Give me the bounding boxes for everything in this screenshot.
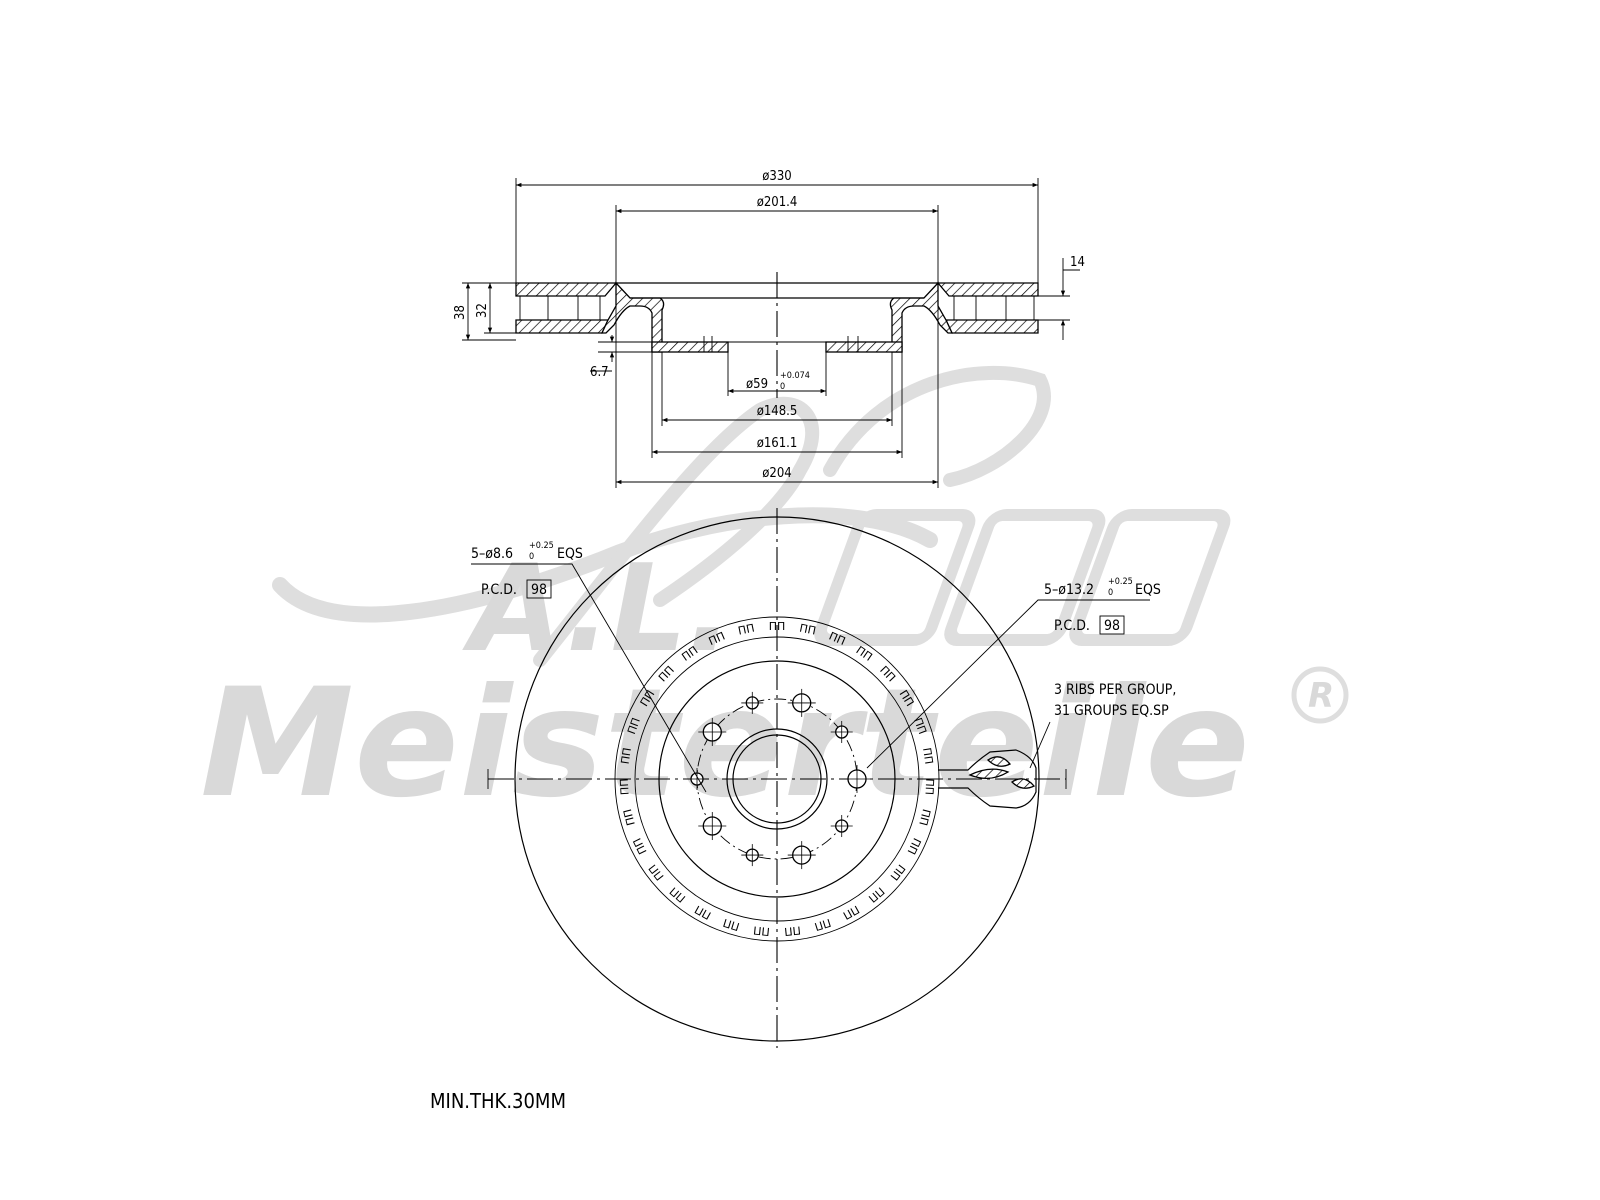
dim-hat-mid-diameter: ø161.1 — [757, 436, 798, 451]
right-outboard-plate — [936, 282, 1039, 297]
callout-left-pcd-label: P.C.D. — [481, 582, 517, 598]
right-vent-rib — [953, 295, 977, 321]
callout-right-suffix: EQS — [1135, 582, 1161, 598]
vent-detail-rib — [968, 768, 1010, 779]
hat-face-left — [651, 341, 729, 353]
ribs-note-line2: 31 GROUPS EQ.SP — [1054, 703, 1169, 719]
dim-hat-outer-diameter: ø201.4 — [757, 195, 798, 210]
left-vent-rib — [577, 295, 601, 321]
vent-rib-marker: ΠΠ — [722, 916, 742, 933]
vent-rib-marker: ΠΠ — [813, 916, 833, 933]
left-outboard-plate — [515, 282, 618, 297]
vent-rib-marker: ΠΠ — [769, 620, 786, 633]
center-bore-outer — [726, 728, 828, 830]
bolt-holes — [686, 688, 871, 870]
ribs-note-line1: 3 RIBS PER GROUP, — [1054, 682, 1176, 698]
dim-hat-inner-diameter: ø148.5 — [757, 404, 798, 419]
vent-rib-marker: ΠΠ — [625, 716, 643, 736]
vent-rib-marker: ΠΠ — [707, 630, 727, 648]
callout-left-tol-upper: +0.25 — [529, 541, 554, 551]
watermark-registered-mark: R — [1308, 676, 1334, 716]
vent-rib-marker: ΠΠ — [737, 622, 756, 638]
watermark-logo-block-1 — [814, 509, 976, 646]
callout-right-leader — [866, 599, 1150, 769]
callout-right: 5–ø13.2 +0.25 0 EQS P.C.D. 98 — [1044, 577, 1161, 635]
dim-hat-face-thickness: 6.7 — [590, 365, 609, 380]
vent-rib-marker: ΠΠ — [784, 923, 802, 938]
callout-left-pcd-value: 98 — [531, 582, 547, 598]
vent-detail-rib — [1010, 778, 1036, 789]
vent-rib-marker: ΠΠ — [798, 622, 817, 638]
dim-hat-base-diameter: ø204 — [762, 466, 791, 481]
left-inboard-plate — [515, 319, 610, 334]
vent-ring-inner — [634, 636, 920, 922]
hat-outline — [658, 660, 896, 898]
callout-right-pcd-box — [1099, 615, 1125, 635]
callout-left-pcd-box — [526, 579, 552, 599]
watermark-swoosh — [272, 507, 938, 623]
callout-left-leader — [471, 563, 707, 793]
dim-overall-height: 38 — [453, 305, 468, 320]
dim-disc-thickness: 32 — [475, 303, 490, 318]
ribs-note-leader — [1029, 721, 1051, 769]
watermark-swoosh-2 — [533, 396, 820, 667]
left-vent-rib — [519, 295, 549, 321]
watermark-swoosh-3 — [823, 365, 1051, 487]
watermark-initials: A.L. — [462, 540, 733, 679]
vent-detail-rib — [986, 756, 1012, 767]
vent-rib-marker: ΠΠ — [922, 778, 936, 795]
right-inboard-plate — [944, 319, 1039, 334]
vent-rib-marker: ΠΠ — [619, 747, 634, 765]
dim-friction-ring-offset: 14 — [1070, 255, 1085, 270]
vent-rib-marker: ΠΠ — [621, 808, 638, 827]
min-thickness-note: MIN.THK.30MM — [430, 1089, 566, 1113]
center-bore-inner — [732, 734, 822, 824]
vent-detail-outline — [938, 749, 1037, 809]
watermark-logo-block-2 — [944, 509, 1106, 646]
dim-center-bore-tol-upper: +0.074 — [780, 371, 810, 381]
callout-right-pcd-value: 98 — [1104, 618, 1120, 634]
right-vent-rib — [1005, 295, 1035, 321]
vent-ring-outer — [614, 616, 940, 942]
watermark-registered-circle — [1291, 666, 1349, 724]
callout-right-pcd-label: P.C.D. — [1054, 618, 1090, 634]
callout-right-prefix: 5–ø13.2 — [1044, 582, 1094, 598]
vent-rib-marker: ΠΠ — [618, 778, 632, 795]
vent-rib-marker: ΠΠ — [920, 747, 935, 765]
callout-left-suffix: EQS — [557, 546, 583, 562]
vent-rib-marker: ΠΠ — [916, 808, 933, 827]
dim-center-bore: ø59 — [746, 377, 768, 392]
section-view: ø330 ø201.4 14 38 32 6.7 ø59 +0.074 — [453, 169, 1085, 488]
vent-detail — [938, 749, 1037, 809]
callout-left-prefix: 5–ø8.6 — [471, 546, 513, 562]
disc-outer-edge — [514, 516, 1040, 1042]
vent-rib-marker: ΠΠ — [911, 716, 929, 736]
hat-face-right — [825, 341, 903, 353]
callout-left-tol-lower: 0 — [529, 552, 534, 562]
callout-right-tol-lower: 0 — [1108, 588, 1113, 598]
callout-right-tol-upper: +0.25 — [1108, 577, 1133, 587]
vent-rib-marker: ΠΠ — [827, 630, 847, 648]
vent-rib-marker: ΠΠ — [753, 923, 771, 938]
watermark: A.L. Meisterteile R — [200, 365, 1349, 831]
dim-outer-diameter: ø330 — [762, 169, 791, 184]
dim-center-bore-tol-lower: 0 — [780, 382, 785, 392]
callout-left: 5–ø8.6 +0.25 0 EQS P.C.D. 98 — [471, 541, 583, 599]
watermark-logo-block-3 — [1069, 509, 1231, 646]
watermark-brand-text: Meisterteile — [200, 657, 1250, 831]
